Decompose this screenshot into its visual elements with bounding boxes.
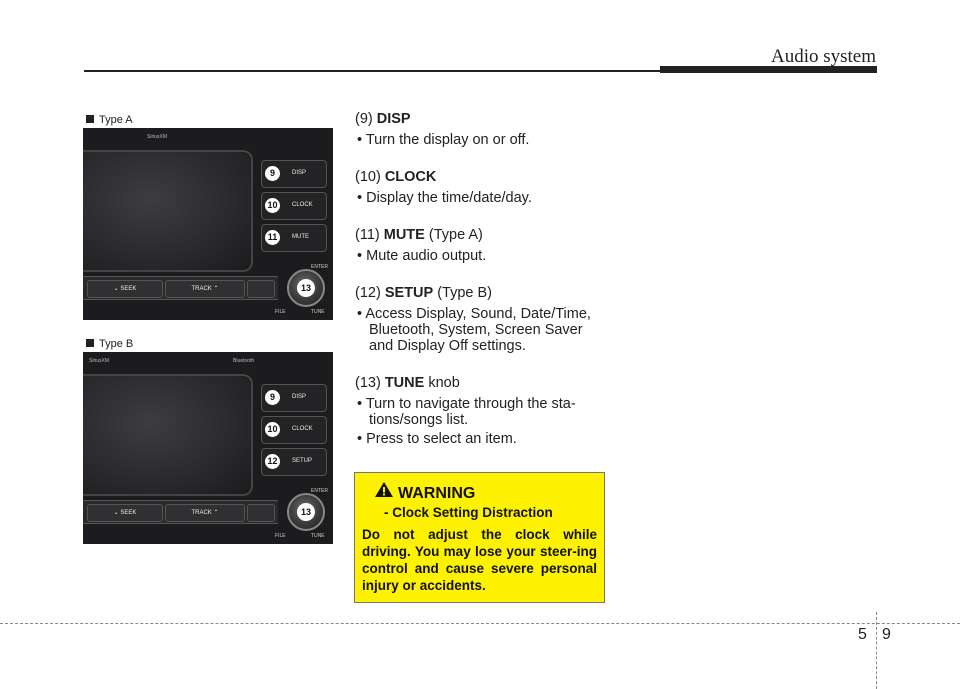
track-button: TRACK ⌃ bbox=[165, 280, 245, 298]
figure-label-type-b: Type B bbox=[86, 338, 133, 350]
bullet-item: • Turn to navigate through the sta- bbox=[357, 396, 576, 412]
warning-subtitle: - Clock Setting Distraction bbox=[384, 505, 553, 520]
tune-label: TUNE bbox=[311, 309, 325, 315]
bullet-continuation: tions/songs list. bbox=[369, 412, 469, 428]
blank-button bbox=[247, 504, 275, 522]
seek-button: ⌄ SEEK bbox=[87, 280, 163, 298]
callout-9: 9 bbox=[265, 390, 280, 405]
item-clock: (10) CLOCK • Display the time/date/day. bbox=[355, 169, 607, 206]
callout-13: 13 bbox=[297, 503, 315, 521]
bottom-button-row: ⌄ SEEK TRACK ⌃ bbox=[83, 500, 278, 524]
page-number: 9 bbox=[882, 626, 891, 643]
bullet-item: • Access Display, Sound, Date/Time, bbox=[357, 306, 591, 322]
brand-logo: SiriusXM bbox=[147, 134, 168, 140]
enter-label: ENTER bbox=[311, 488, 328, 494]
bullet-continuation: and Display Off settings. bbox=[369, 338, 526, 354]
callout-11: 11 bbox=[265, 230, 280, 245]
enter-label: ENTER bbox=[311, 264, 328, 270]
warning-body: Do not adjust the clock while driving. Y… bbox=[362, 527, 597, 593]
item-mute: (11) MUTE (Type A) • Mute audio output. bbox=[355, 227, 607, 264]
header-bar bbox=[660, 66, 877, 73]
tune-knob: 13 bbox=[287, 269, 325, 307]
display-screen bbox=[83, 374, 253, 496]
header-rule bbox=[84, 70, 660, 72]
warning-title: WARNING bbox=[398, 485, 476, 502]
callout-10: 10 bbox=[265, 198, 280, 213]
file-label: FILE bbox=[275, 533, 286, 539]
bullet-continuation: Bluetooth, System, Screen Saver bbox=[369, 322, 583, 338]
blank-button bbox=[247, 280, 275, 298]
display-screen bbox=[83, 150, 253, 272]
bottom-button-row: ⌄ SEEK TRACK ⌃ bbox=[83, 276, 278, 300]
audio-panel-type-b: SiriusXM Bluetooth DISP 9 CLOCK 10 SETUP… bbox=[83, 352, 333, 544]
tune-label: TUNE bbox=[311, 533, 325, 539]
audio-panel-type-a: SiriusXM DISP 9 CLOCK 10 MUTE 11 ⌄ SEEK … bbox=[83, 128, 333, 320]
footer-divider bbox=[876, 612, 877, 689]
callout-12: 12 bbox=[265, 454, 280, 469]
item-tune: (13) TUNE knob • Turn to navigate throug… bbox=[355, 375, 607, 447]
chapter-number: 5 bbox=[858, 626, 867, 643]
track-button: TRACK ⌃ bbox=[165, 504, 245, 522]
warning-box: WARNING - Clock Setting Distraction Do n… bbox=[354, 472, 605, 603]
file-label: FILE bbox=[275, 309, 286, 315]
figure-label-type-a: Type A bbox=[86, 114, 133, 126]
item-setup: (12) SETUP (Type B) • Access Display, So… bbox=[355, 285, 607, 354]
footer-rule bbox=[0, 623, 960, 624]
bullet-item: • Mute audio output. bbox=[357, 248, 487, 264]
callout-10: 10 bbox=[265, 422, 280, 437]
bullet-item: • Display the time/date/day. bbox=[357, 190, 532, 206]
brand-logo: SiriusXM bbox=[89, 358, 110, 364]
item-disp: (9) DISP • Turn the display on or off. bbox=[355, 111, 607, 148]
seek-button: ⌄ SEEK bbox=[87, 504, 163, 522]
callout-13: 13 bbox=[297, 279, 315, 297]
tune-knob: 13 bbox=[287, 493, 325, 531]
callout-9: 9 bbox=[265, 166, 280, 181]
bluetooth-logo: Bluetooth bbox=[233, 358, 255, 364]
bullet-item: • Press to select an item. bbox=[357, 431, 517, 447]
section-title: Audio system bbox=[770, 46, 876, 67]
bullet-item: • Turn the display on or off. bbox=[357, 132, 530, 148]
warning-triangle-icon bbox=[375, 482, 393, 497]
square-bullet-icon bbox=[86, 115, 94, 123]
square-bullet-icon bbox=[86, 339, 94, 347]
clock-button: CLOCK bbox=[261, 416, 327, 444]
